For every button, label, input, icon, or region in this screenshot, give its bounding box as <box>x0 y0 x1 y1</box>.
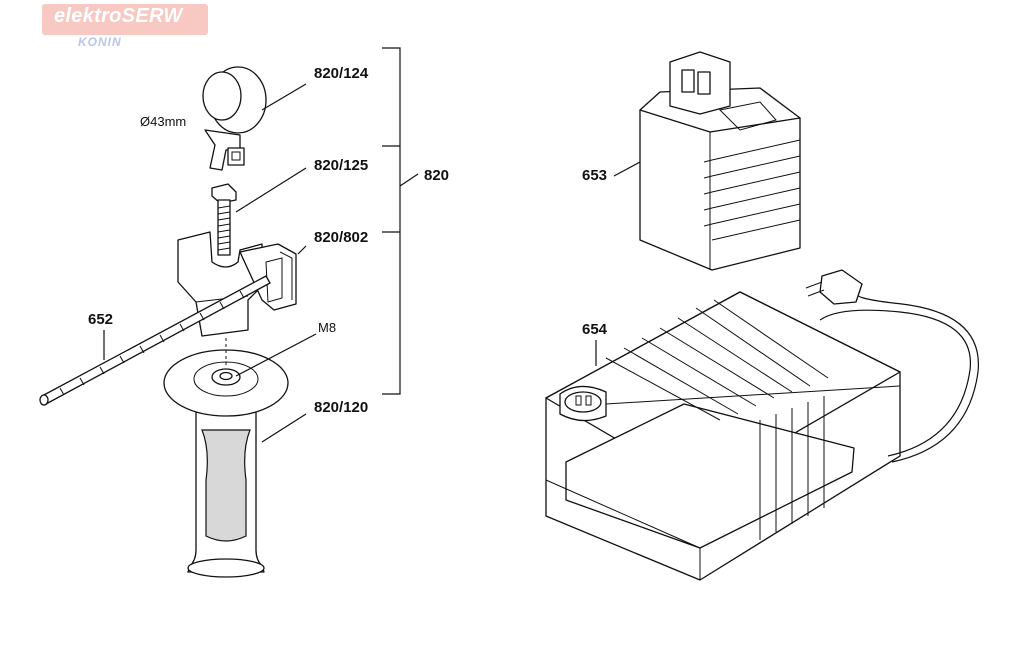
side-handle-part <box>163 338 289 578</box>
depth-rod-part <box>39 275 271 406</box>
label-820-802: 820/802 <box>314 229 368 246</box>
label-820-120: 820/120 <box>314 399 368 416</box>
watermark-city: KONIN <box>78 35 122 49</box>
label-654: 654 <box>582 321 608 338</box>
label-652: 652 <box>88 311 113 328</box>
label-653: 653 <box>582 167 607 184</box>
power-cable-part <box>805 269 979 463</box>
watermark-brand: elektroSERW <box>54 5 183 27</box>
charger-part <box>545 291 901 581</box>
label-thread: M8 <box>318 320 336 335</box>
clamp-ring-part <box>202 66 267 171</box>
label-820-125: 820/125 <box>314 157 368 174</box>
label-820-124: 820/124 <box>314 65 369 82</box>
bolt-part <box>211 183 237 256</box>
label-diameter: Ø43mm <box>140 114 186 129</box>
watermark-logo-box <box>42 4 208 35</box>
leader-lines <box>103 47 641 443</box>
label-820: 820 <box>424 167 449 184</box>
battery-pack-part <box>639 51 801 271</box>
